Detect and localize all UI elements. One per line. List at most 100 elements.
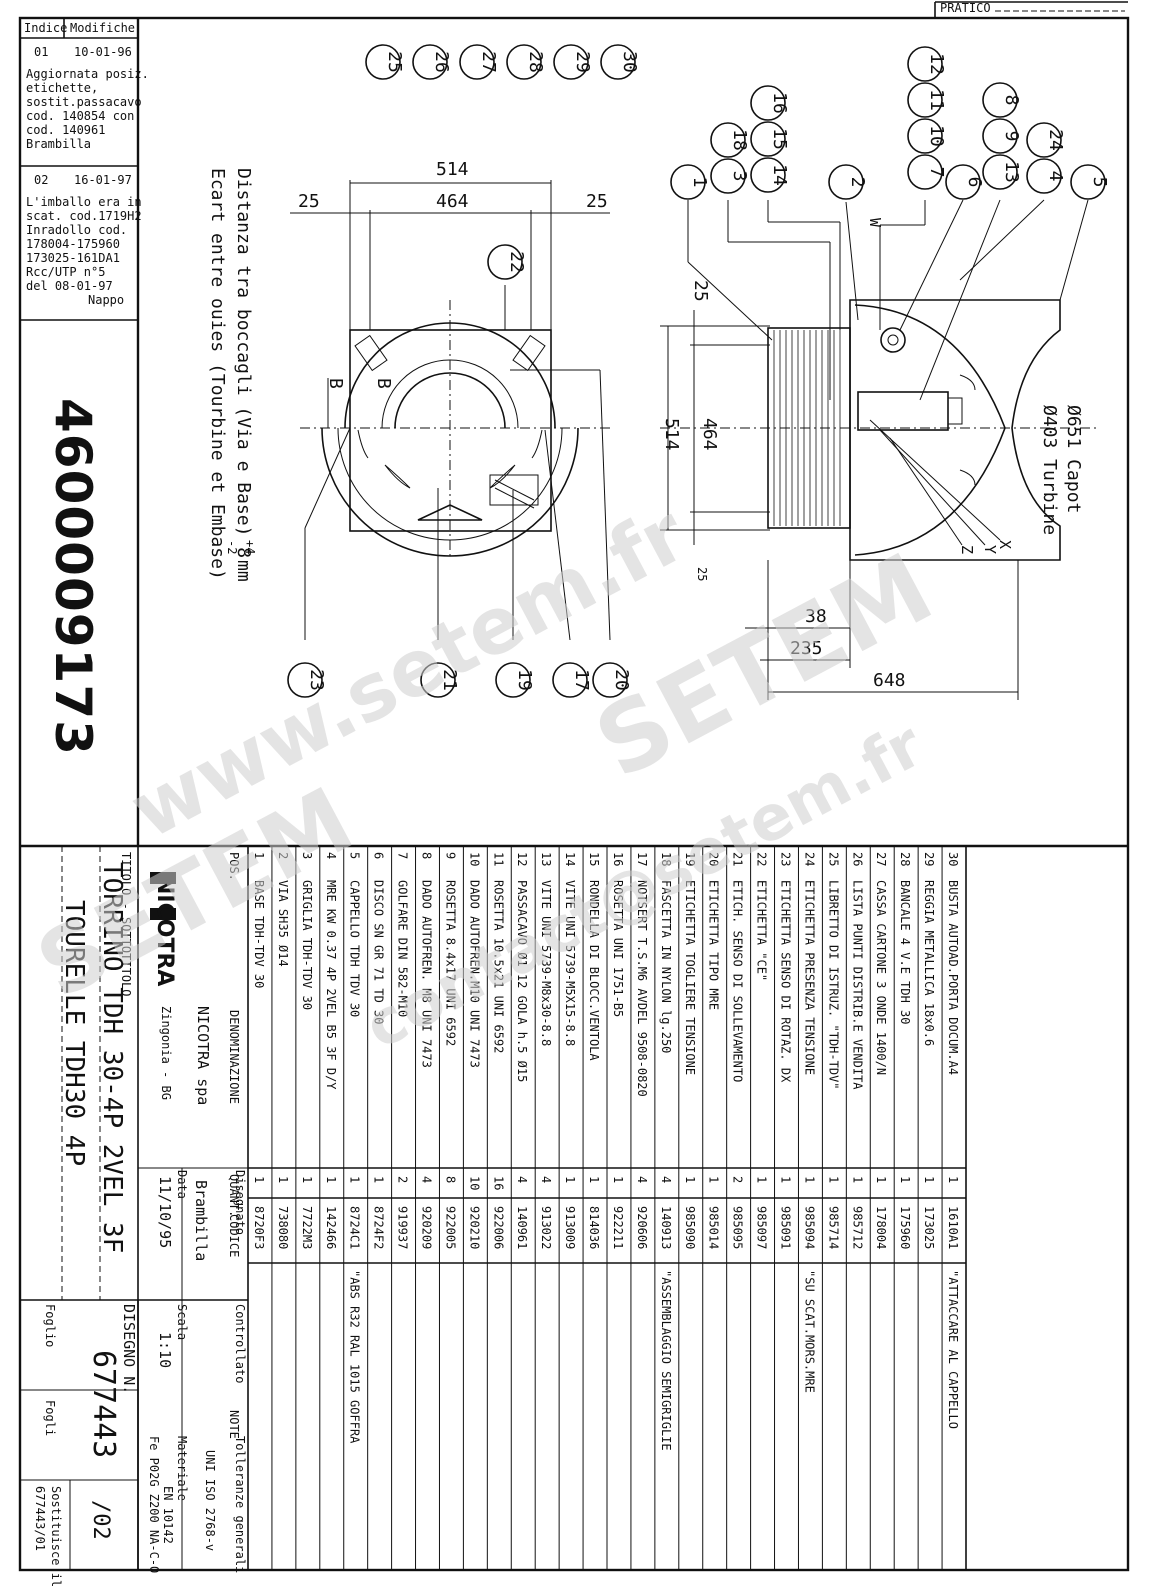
title-block: TITOLO - SOTTOTITOLO TORRINO TDH 30-4P 2… (20, 846, 248, 1587)
table-cell-pos: 15 (587, 852, 601, 866)
balloon-label: 27 (478, 51, 499, 73)
table-cell-name: ETICHETTA "CE" (755, 880, 769, 981)
revision-mod-header: Modifiche (70, 21, 135, 35)
table-cell-pos: 16 (611, 852, 625, 866)
table-cell-code: 738080 (276, 1206, 290, 1249)
table-cell-code: 178004 (874, 1206, 888, 1249)
rev1-date: 10-01-96 (74, 45, 132, 59)
table-cell-pos: 21 (731, 852, 745, 866)
replaces-value: 677443/01 (33, 1486, 47, 1551)
balloon-circle (750, 85, 786, 121)
revision-index-header: Indice (24, 21, 67, 35)
table-cell-pos: 10 (467, 852, 481, 866)
balloon-circle (907, 154, 943, 190)
table-cell-code: 985090 (683, 1206, 697, 1249)
note-french: Ecart entre ouies (Tourbine et Embase) (207, 168, 228, 580)
balloon-label: 15 (769, 128, 790, 150)
rev1-line: Aggiornata posiz. (26, 67, 149, 81)
table-cell-qty: 4 (420, 1176, 434, 1183)
table-cell-name: VITE UNI 5739-M8x30-8.8 (539, 880, 553, 1046)
table-cell-code: 173025 (922, 1206, 936, 1249)
balloon-circle (907, 46, 943, 82)
header-denominazione: DENOMINAZIONE (227, 1010, 241, 1104)
rev2-line: Rcc/UTP n°5 (26, 265, 105, 279)
balloon-circle (553, 44, 589, 80)
table-cell-qty: 1 (898, 1176, 912, 1183)
table-cell-qty: 1 (683, 1176, 697, 1183)
table-cell-qty: 2 (396, 1176, 410, 1183)
table-cell-pos: 14 (563, 852, 577, 866)
section-B-left: B (325, 378, 346, 389)
table-cell-code: 8720F3 (252, 1206, 266, 1249)
table-cell-pos: 30 (946, 852, 960, 866)
table-cell-code: 8724F2 (372, 1206, 386, 1249)
table-cell-qty: 4 (539, 1176, 553, 1183)
balloon-label: 3 (729, 171, 750, 182)
balloon-label: 14 (769, 164, 790, 186)
table-cell-name: DADO AUTOFREN. M8 UNI 7473 (420, 880, 434, 1068)
table-cell-note: "ATTACCARE AL CAPPELLO (946, 1270, 960, 1429)
balloon-label: 29 (572, 51, 593, 73)
balloon-circle (710, 158, 746, 194)
table-cell-qty: 4 (635, 1176, 649, 1183)
table-cell-pos: 7 (396, 852, 410, 859)
table-cell-name: BASE TDH-TDV 30 (252, 880, 266, 988)
table-cell-qty: 4 (515, 1176, 529, 1183)
table-cell-qty: 1 (300, 1176, 314, 1183)
view-label-Y: Y (981, 545, 999, 554)
table-cell-note: "ASSEMBLAGGIO SEMIGRIGLIE (659, 1270, 673, 1451)
balloon-label: 22 (506, 251, 527, 273)
table-cell-qty: 1 (922, 1176, 936, 1183)
rev2-line: scat. cod.1719H2 (26, 209, 142, 223)
distance-note: Distanza tra boccagli (Via e Base) 8 +4 … (207, 168, 257, 582)
balloon-circle (907, 118, 943, 154)
revision-block: Indice Modifiche 01 10-01-96 Aggiornata … (20, 18, 149, 756)
table-cell-pos: 24 (802, 852, 816, 866)
table-cell-pos: 19 (683, 852, 697, 866)
rev2-line: 178004-175960 (26, 237, 120, 251)
table-cell-qty: 1 (372, 1176, 386, 1183)
table-cell-qty: 1 (276, 1176, 290, 1183)
table-cell-qty: 1 (563, 1176, 577, 1183)
balloon-label: 20 (611, 669, 632, 691)
balloon-circle (907, 82, 943, 118)
balloon-circle (600, 44, 636, 80)
table-cell-pos: 27 (874, 852, 888, 866)
pratico-label: PRATICO (940, 1, 991, 15)
table-cell-name: GRIGLIA TDH-TDV 30 (300, 880, 314, 1010)
table-cell-code: 920209 (420, 1206, 434, 1249)
rev1-line: Brambilla (26, 137, 91, 151)
table-cell-note: "SU SCAT.MORS.MRE (802, 1270, 816, 1393)
sheet-number: /02 (88, 1500, 113, 1540)
rev2-line: 173025-161DA1 (26, 251, 120, 265)
dim-514-top: 514 (436, 159, 469, 180)
table-cell-pos: 28 (898, 852, 912, 866)
table-cell-code: 922005 (443, 1206, 457, 1249)
table-cell-qty: 1 (946, 1176, 960, 1183)
material-value: EN 10142 (161, 1486, 175, 1544)
table-cell-pos: 18 (659, 852, 673, 866)
dim-25-left: 25 (298, 191, 320, 212)
table-cell-code: 142466 (324, 1206, 338, 1249)
header-pos: POS. (227, 852, 241, 881)
designer-name: Brambilla (192, 1180, 210, 1261)
company-city: Zingonia - BG (159, 1006, 173, 1100)
balloon-label: 23 (306, 669, 327, 691)
tolerance-label: Tolleranze generali (233, 1436, 247, 1573)
side-dim-25-bottom: 25 (695, 567, 709, 581)
view-label-W: W (866, 218, 884, 228)
rev2-line: L'imballo era in (26, 195, 142, 209)
table-cell-code: 985091 (779, 1206, 793, 1249)
side-dim-514: 514 (661, 418, 682, 451)
table-cell-pos: 3 (300, 852, 314, 859)
table-cell-name: PASSACAVO Ø1 12 GOLA h.5 Ø15 (515, 880, 529, 1082)
header-quantity: QUANT. (227, 1174, 241, 1217)
table-cell-name: ETICH. SENSO DI SOLLEVAMENTO (731, 880, 745, 1082)
drawing-number-label: DISEGNO N. (120, 1304, 138, 1394)
drawing-number: 677443 (86, 1350, 121, 1458)
table-cell-code: 985014 (707, 1206, 721, 1249)
table-cell-qty: 1 (826, 1176, 840, 1183)
balloon-label: 2 (847, 177, 868, 188)
table-cell-code: 985712 (850, 1206, 864, 1249)
